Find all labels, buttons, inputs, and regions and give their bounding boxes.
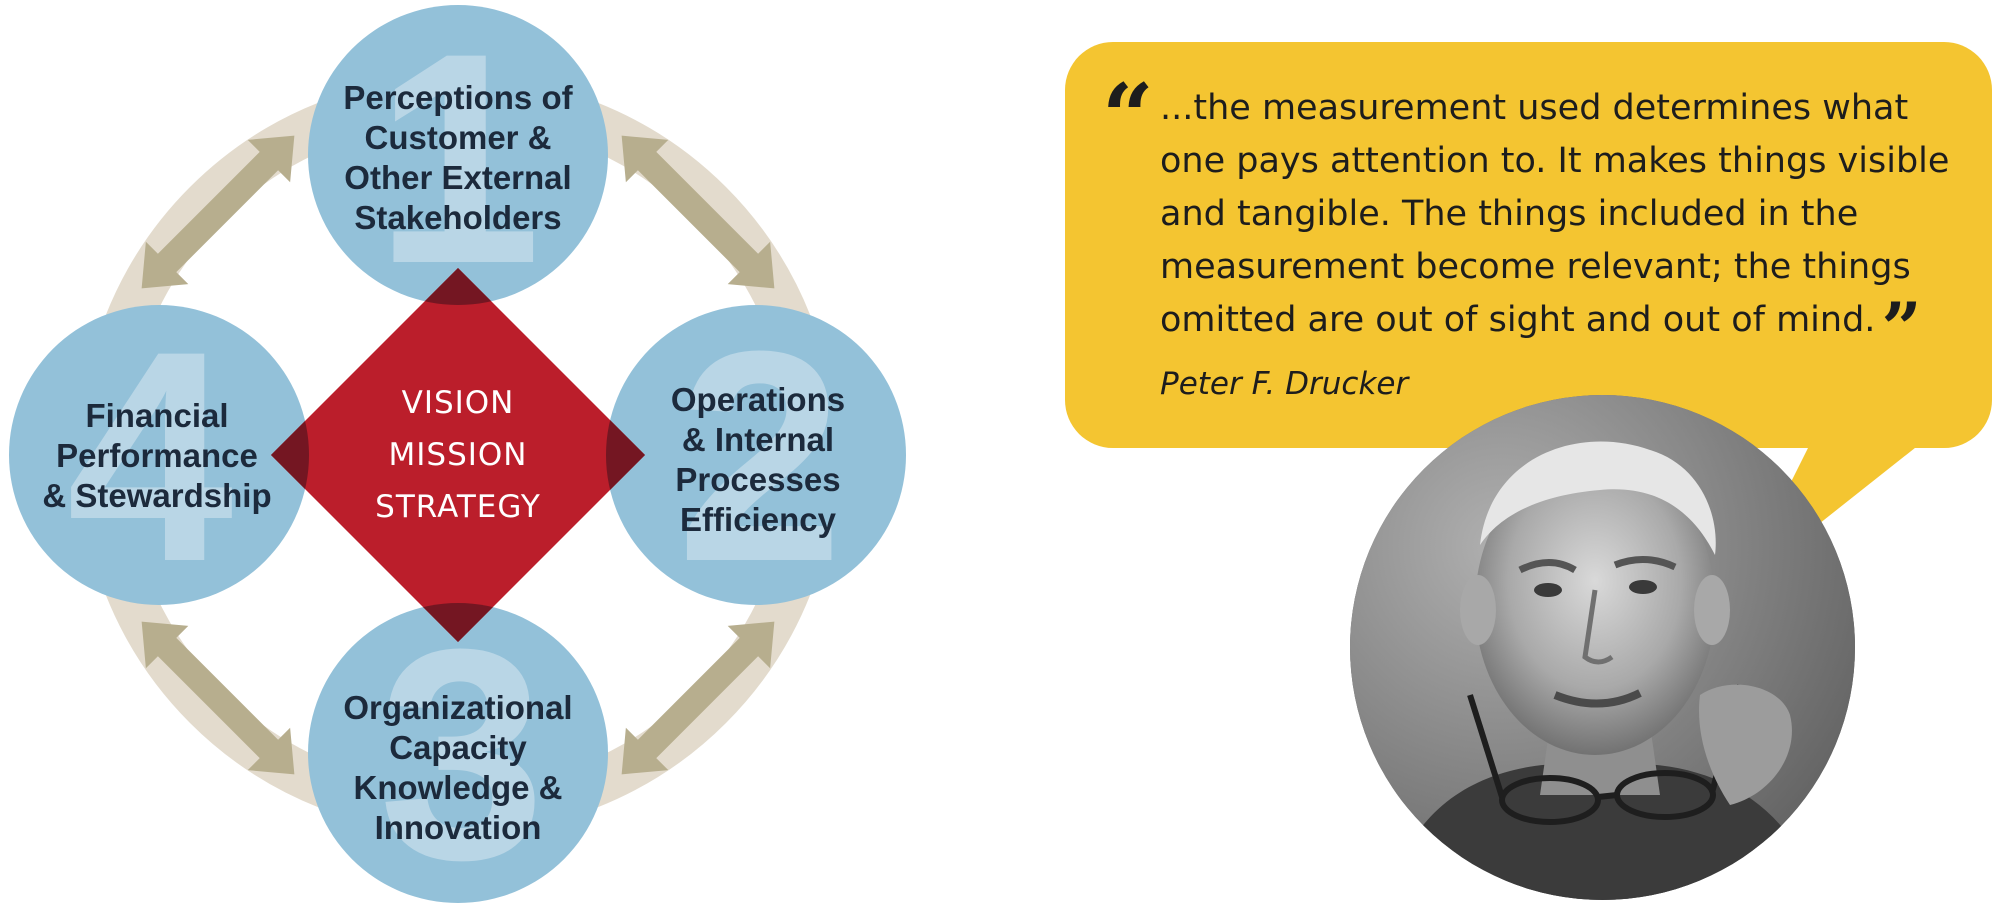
- node-3-line-4: Innovation: [374, 809, 542, 846]
- node-4-line-1: Financial: [85, 397, 229, 434]
- quote-line-2: one pays attention to. It makes things v…: [1160, 141, 1950, 181]
- node-numeral-1: 1: [375, 0, 542, 326]
- diagram-graphics: 1 2 3 4: [9, 0, 906, 913]
- center-label-line-3: STRATEGY: [375, 489, 541, 525]
- strategy-diagram: 1 2 3 4 VISION MISSION STRATEGY Percepti…: [9, 0, 906, 913]
- quote-open-mark: “: [1102, 64, 1154, 170]
- arrow-1-2: [621, 135, 775, 289]
- node-1-line-3: Other External: [344, 159, 572, 196]
- node-circle-4: 4: [9, 288, 309, 624]
- portrait-hand: [1699, 684, 1792, 805]
- node-label-2: Operations & Internal Processes Efficien…: [628, 380, 888, 540]
- portrait-illustration: [1350, 395, 1855, 900]
- node-4-line-3: & Stewardship: [42, 477, 272, 514]
- quote-line-5: omitted are out of sight and out of mind…: [1160, 300, 1876, 340]
- arrow-3-4: [141, 621, 295, 775]
- quote-text: ...the measurement used determines what …: [1160, 82, 1980, 364]
- node-3-line-3: Knowledge &: [353, 769, 563, 806]
- node-2-line-1: Operations: [670, 381, 846, 418]
- center-label: VISION MISSION STRATEGY: [338, 377, 578, 533]
- quote-author: Peter F. Drucker: [1160, 366, 1409, 402]
- arrow-2-3: [621, 621, 775, 775]
- arrow-1-4: [141, 135, 295, 289]
- quote-close-mark: ”: [1881, 287, 1922, 370]
- node-label-4: Financial Performance & Stewardship: [27, 396, 287, 516]
- quote-line-4: measurement become relevant; the things: [1160, 247, 1911, 287]
- node-1-line-1: Perceptions of: [343, 79, 573, 116]
- node-4-line-2: Performance: [56, 437, 258, 474]
- node-numeral-2: 2: [677, 288, 844, 624]
- node-label-3: Organizational Capacity Knowledge & Inno…: [328, 688, 588, 848]
- node-3-line-1: Organizational: [343, 689, 573, 726]
- node-3-line-2: Capacity: [389, 729, 527, 766]
- node-label-1: Perceptions of Customer & Other External…: [328, 78, 588, 238]
- node-circle-2: 2: [606, 288, 906, 624]
- node-circle-1: 1: [308, 0, 608, 326]
- node-1-line-4: Stakeholders: [354, 199, 562, 236]
- quote-line-1: ...the measurement used determines what: [1160, 88, 1909, 128]
- quote-bubble: [1065, 42, 1992, 448]
- quote-line-5-wrap: omitted are out of sight and out of mind…: [1160, 294, 1980, 364]
- quote-line-3: and tangible. The things included in the: [1160, 194, 1859, 234]
- node-circle-3: 3: [308, 586, 608, 913]
- center-label-line-1: VISION: [401, 385, 515, 421]
- node-2-line-2: & Internal: [681, 421, 835, 458]
- node-numeral-4: 4: [67, 288, 236, 624]
- node-2-line-4: Efficiency: [680, 501, 836, 538]
- node-numeral-3: 3: [379, 586, 546, 913]
- portrait-photo: [1350, 395, 1855, 900]
- center-label-line-2: MISSION: [388, 437, 528, 473]
- node-1-line-2: Customer &: [364, 119, 552, 156]
- node-2-line-3: Processes: [675, 461, 841, 498]
- center-diamond: [271, 268, 645, 642]
